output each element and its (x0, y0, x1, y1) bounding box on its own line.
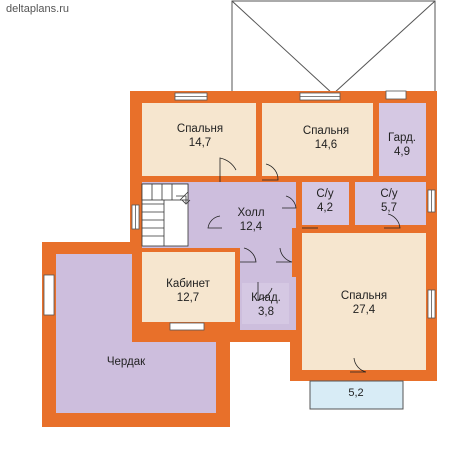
room-bath2 (355, 182, 426, 225)
room-bedroom2 (262, 103, 373, 176)
label-bedroom3: Спальня 27,4 (334, 289, 394, 317)
room-name: Холл (237, 207, 265, 219)
room-storage (242, 283, 289, 324)
room-area: 4,2 (317, 202, 333, 214)
room-area: 5,7 (381, 202, 397, 214)
label-bedroom2: Спальня 14,6 (298, 124, 354, 152)
site-watermark[interactable]: deltaplans.ru (6, 3, 69, 15)
room-name: С/у (380, 188, 398, 200)
label-study: Кабинет 12,7 (158, 277, 218, 305)
room-name: Кабинет (166, 278, 210, 290)
room-area: 12,4 (239, 221, 263, 233)
label-bath1: С/у 4,2 (305, 187, 345, 215)
room-study (142, 252, 235, 322)
label-hall: Холл 12,4 (226, 206, 276, 234)
room-name: Гард. (387, 132, 416, 144)
room-name: Спальня (302, 125, 350, 137)
attic-block (42, 242, 230, 427)
label-bedroom1: Спальня 14,7 (175, 122, 225, 150)
label-wardrobe: Гард. 4,9 (378, 131, 426, 159)
label-bath2: С/у 5,7 (364, 187, 414, 215)
stair-arrow (176, 195, 191, 205)
room-area: 4,9 (394, 146, 410, 158)
room-area: 14,7 (188, 137, 212, 149)
room-area: 3,8 (258, 306, 274, 318)
room-name: Клад. (251, 292, 281, 304)
room-bath1 (302, 182, 349, 225)
room-name: Спальня (340, 290, 388, 302)
room-bedroom3 (302, 233, 426, 370)
room-name: Спальня (176, 123, 224, 135)
room-bedroom1 (142, 103, 256, 176)
room-area: 12,7 (176, 292, 200, 304)
room-area: 14,6 (314, 139, 338, 151)
staircase (141, 183, 189, 247)
room-name: С/у (316, 188, 334, 200)
balcony-dimension: 5,2 (348, 387, 364, 399)
room-wardrobe (379, 103, 426, 176)
room-area: 27,4 (352, 304, 376, 316)
room-name: Чердак (106, 356, 146, 368)
label-attic: Чердак (96, 355, 156, 369)
roof-outline (231, 0, 436, 95)
windows (43, 90, 436, 331)
balcony (309, 380, 404, 410)
doors (207, 157, 401, 373)
label-storage: Клад. 3,8 (246, 291, 286, 319)
